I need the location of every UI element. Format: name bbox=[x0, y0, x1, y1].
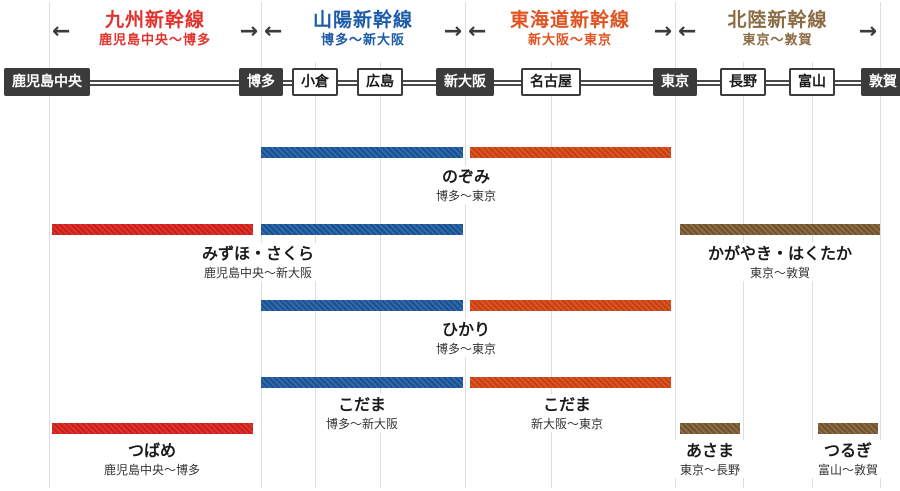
right-arrow-icon: → bbox=[443, 19, 462, 44]
line-header-tokaido: ← → 東海道新幹線新大阪〜東京 bbox=[465, 8, 675, 58]
left-arrow-icon: ← bbox=[678, 19, 697, 44]
service-label-tsurugi: つるぎ富山〜敦賀 bbox=[811, 440, 885, 478]
line-range: 鹿児島中央〜博多 bbox=[98, 33, 211, 48]
service-bar-nozomi-sanyo bbox=[261, 147, 463, 158]
service-bar-nozomi-tokaido bbox=[470, 147, 671, 158]
right-arrow-icon: → bbox=[858, 19, 877, 44]
station-kagoshima-chuo: 鹿児島中央 bbox=[4, 68, 90, 96]
station-hiroshima: 広島 bbox=[357, 68, 403, 96]
service-name: つばめ bbox=[127, 441, 177, 460]
left-arrow-icon: ← bbox=[468, 19, 487, 44]
station-tsuruga: 敦賀 bbox=[861, 68, 900, 96]
service-label-nozomi: のぞみ博多〜東京 bbox=[429, 166, 503, 204]
service-range: 博多〜新大阪 bbox=[325, 417, 399, 431]
left-arrow-icon: ← bbox=[52, 19, 71, 44]
station-shin-osaka: 新大阪 bbox=[436, 68, 494, 96]
service-range: 鹿児島中央〜博多 bbox=[103, 463, 201, 477]
service-name: こだま bbox=[338, 395, 386, 414]
service-bar-asama-hokuriku bbox=[680, 423, 740, 434]
service-bar-kodama-tokaido-tokaido bbox=[470, 377, 671, 388]
gridline-major bbox=[465, 2, 466, 488]
gridline-major bbox=[675, 2, 676, 488]
service-bar-tsurugi-hokuriku bbox=[818, 423, 878, 434]
service-range: 鹿児島中央〜新大阪 bbox=[203, 266, 313, 280]
line-range: 博多〜新大阪 bbox=[320, 33, 405, 48]
service-bar-kagayaki-hakutaka-hokuriku bbox=[680, 224, 880, 235]
service-name: ひかり bbox=[441, 320, 491, 339]
line-header-kyushu: ← → 九州新幹線鹿児島中央〜博多 bbox=[49, 8, 261, 58]
service-bar-mizuho-sakura-kyushu bbox=[52, 224, 253, 235]
service-name: のぞみ bbox=[441, 167, 491, 186]
right-arrow-icon: → bbox=[239, 19, 258, 44]
service-name: あさま bbox=[685, 441, 735, 460]
line-name: 北陸新幹線 bbox=[727, 9, 828, 31]
service-name: みずほ・さくら bbox=[201, 244, 315, 263]
station-nagano: 長野 bbox=[720, 68, 766, 96]
service-bar-hikari-tokaido bbox=[470, 300, 671, 311]
service-range: 新大阪〜東京 bbox=[530, 417, 604, 431]
service-name: かがやき・はくたか bbox=[707, 244, 853, 263]
line-name: 九州新幹線 bbox=[104, 9, 205, 31]
service-range: 博多〜東京 bbox=[435, 189, 497, 203]
service-label-tsubame: つばめ鹿児島中央〜博多 bbox=[97, 440, 207, 478]
line-header-hokuriku: ← → 北陸新幹線東京〜敦賀 bbox=[675, 8, 880, 58]
station-nagoya: 名古屋 bbox=[521, 68, 581, 96]
service-label-kagayaki-hakutaka: かがやき・はくたか東京〜敦賀 bbox=[701, 243, 859, 281]
service-label-mizuho-sakura: みずほ・さくら鹿児島中央〜新大阪 bbox=[195, 243, 321, 281]
station-hakata: 博多 bbox=[239, 68, 283, 96]
service-bar-mizuho-sakura-sanyo bbox=[261, 224, 463, 235]
station-tokyo: 東京 bbox=[653, 68, 697, 96]
service-range: 富山〜敦賀 bbox=[817, 463, 879, 477]
service-label-asama: あさま東京〜長野 bbox=[673, 440, 747, 478]
left-arrow-icon: ← bbox=[264, 19, 283, 44]
service-bar-kodama-sanyo-sanyo bbox=[261, 377, 463, 388]
line-name: 東海道新幹線 bbox=[509, 9, 630, 31]
service-bar-hikari-sanyo bbox=[261, 300, 463, 311]
service-label-hikari: ひかり博多〜東京 bbox=[429, 319, 503, 357]
station-kokura: 小倉 bbox=[292, 68, 338, 96]
gridline-major bbox=[880, 2, 881, 488]
gridline-minor bbox=[551, 62, 552, 488]
station-toyama: 富山 bbox=[789, 68, 835, 96]
service-label-kodama-sanyo: こだま博多〜新大阪 bbox=[319, 394, 405, 432]
service-bar-tsubame-kyushu bbox=[52, 423, 253, 434]
line-range: 新大阪〜東京 bbox=[527, 33, 612, 48]
gridline-major bbox=[49, 2, 50, 488]
gridline-minor bbox=[380, 62, 381, 488]
line-range: 東京〜敦賀 bbox=[742, 33, 813, 48]
service-range: 東京〜敦賀 bbox=[749, 266, 811, 280]
service-name: つるぎ bbox=[823, 441, 873, 460]
service-range: 博多〜東京 bbox=[435, 342, 497, 356]
service-range: 東京〜長野 bbox=[679, 463, 741, 477]
line-header-sanyo: ← → 山陽新幹線博多〜新大阪 bbox=[261, 8, 465, 58]
right-arrow-icon: → bbox=[653, 19, 672, 44]
service-label-kodama-tokaido: こだま新大阪〜東京 bbox=[524, 394, 610, 432]
service-name: こだま bbox=[543, 395, 591, 414]
line-name: 山陽新幹線 bbox=[312, 9, 413, 31]
